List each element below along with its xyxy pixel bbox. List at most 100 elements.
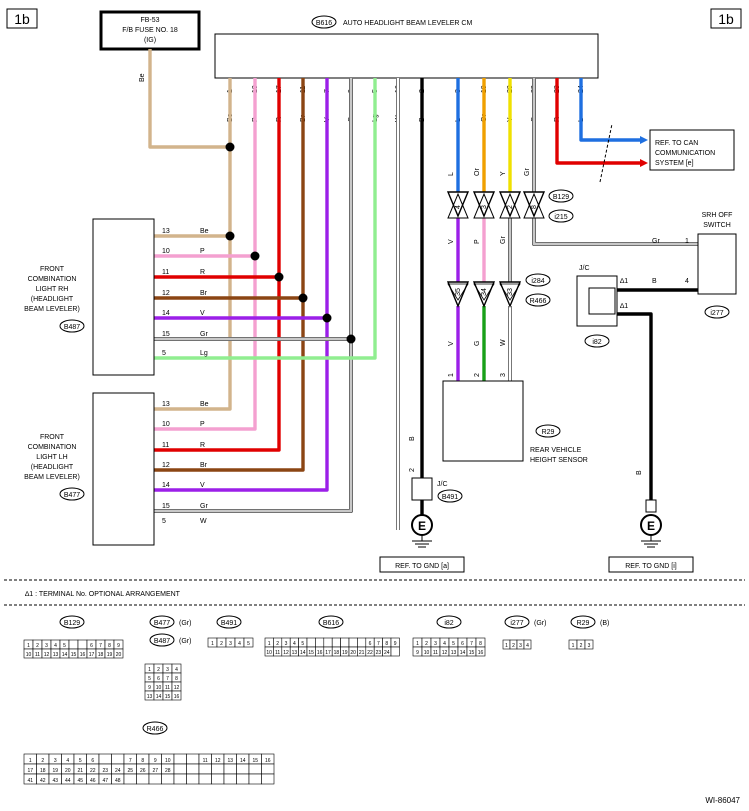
rh-pin-number: 13 [162, 228, 170, 235]
connector-cell-label: 9 [117, 643, 120, 649]
sensor-id: R29 [542, 429, 555, 436]
lh-pin-color: W [200, 518, 207, 525]
lh-pin-number: 14 [162, 482, 170, 489]
connector-cell [340, 637, 350, 648]
lh-pin-number: 11 [162, 442, 169, 449]
lh-pin-color: Be [200, 401, 209, 408]
connector-cell [236, 763, 250, 775]
srh-line2: SWITCH [703, 222, 731, 229]
connector-cell-label: 2 [36, 643, 39, 649]
fcl-lh-line3: LIGHT LH [36, 454, 67, 461]
jc-i82-mark2: ∆1 [620, 303, 628, 310]
connector-cell-label: 7 [377, 641, 380, 647]
connector-cell-label: 4 [293, 641, 296, 647]
connector-cell-label: 3 [54, 758, 57, 764]
rh-pin-color: Br [200, 290, 208, 297]
splice-dot [225, 231, 235, 241]
connector-cell-label: 18 [40, 768, 46, 774]
connector-cell-label: 3 [166, 667, 169, 673]
conn-b477-note: (Gr) [179, 620, 191, 627]
connector-cell-label: 9 [394, 641, 397, 647]
connector-cell-label: 12 [174, 685, 180, 691]
connector-cell-label: 2 [512, 643, 515, 649]
connector-cell-label: 22 [90, 768, 96, 774]
b129-pin-number: 2 [507, 205, 514, 209]
lh-pin-color: V [200, 482, 205, 489]
splice-dot [274, 272, 284, 282]
connector-cell-label: 20 [65, 768, 71, 774]
r466-pin-number: 33 [507, 288, 514, 296]
fcl-rh-line3: LIGHT RH [36, 286, 69, 293]
wire-v-lh [154, 78, 329, 492]
connector-cell-label: 2 [580, 643, 583, 649]
connector-cell-label: 4 [54, 643, 57, 649]
r466-pin-number: 34 [481, 288, 488, 296]
wire-lg-rh [154, 78, 377, 360]
b129-pin-number: 8 [531, 205, 538, 209]
jc-b491-id: B491 [442, 494, 458, 501]
connector-cell [173, 753, 187, 765]
connector-cell-label: 13 [227, 758, 233, 764]
rh-pin-number: 11 [162, 269, 169, 276]
connector-cell [248, 763, 262, 775]
connector-cell-label: 9 [416, 650, 419, 656]
lh-pin-color: P [200, 421, 205, 428]
conn-r29-label: R29 [577, 620, 590, 627]
upper-wire-color: L [448, 172, 455, 176]
rh-pin-number: 5 [162, 350, 166, 357]
conn-b491-label: B491 [221, 620, 237, 627]
b129-pin-number: 4 [455, 205, 462, 209]
mid-wire-color: Gr [500, 236, 507, 244]
fuse-line1: FB-53 [140, 17, 159, 24]
connector-cell [323, 637, 333, 648]
connector-cell-label: 20 [350, 650, 356, 656]
connector-cell-label: 18 [334, 650, 340, 656]
connector-cell-label: 12 [442, 650, 448, 656]
b129-pin-number: 3 [481, 205, 488, 209]
connector-cell-label: 11 [275, 650, 280, 656]
lh-pin-color: Gr [200, 503, 208, 510]
connector-cell-label: 1 [505, 643, 508, 649]
i215-pin-marker [499, 192, 521, 219]
connector-cell-label: 16 [80, 652, 86, 658]
connector-cell-label: 9 [148, 685, 151, 691]
srh-id: i277 [710, 310, 723, 317]
conn-b616-label: B616 [323, 620, 339, 627]
connector-cell-label: 2 [41, 758, 44, 764]
rh-pin-number: 12 [162, 290, 170, 297]
connector-cell-label: 1 [416, 641, 419, 647]
connector-cell-label: 5 [301, 641, 304, 647]
conn-b487-note: (Gr) [179, 638, 191, 645]
can-ref-line3: SYSTEM [e] [655, 160, 694, 167]
connector-cell-label: 14 [460, 650, 466, 656]
connector-cell-label: 5 [79, 758, 82, 764]
connector-cell-label: 4 [66, 758, 69, 764]
connector-cell [223, 763, 237, 775]
upper-wire-color: Gr [524, 168, 531, 176]
upper-wire-color: Y [500, 171, 507, 176]
fuse-box: FB-53 F/B FUSE NO. 18 (IG) [99, 10, 201, 51]
connector-cell-label: 12 [215, 758, 221, 764]
connector-cell-label: 8 [108, 643, 111, 649]
r466-pin-marker [498, 281, 522, 308]
connector-cell-label: 14 [156, 694, 162, 700]
connector-cell [584, 639, 594, 650]
connector-cell-label: 23 [102, 768, 108, 774]
connector-cell-label: 15 [469, 650, 475, 656]
ground-a-symbol: E [418, 519, 426, 533]
rh-pin-color: V [200, 310, 205, 317]
ref-gnd-a-box: REF. TO GND [a] [379, 556, 465, 573]
connector-cell [211, 773, 225, 785]
splice-dot [322, 313, 332, 323]
wire-r-can [555, 78, 640, 165]
wire-br-lh [154, 78, 305, 472]
connector-cell [243, 637, 254, 648]
connector-cell [348, 637, 358, 648]
sensor-line1: REAR VEHICLE [530, 447, 582, 454]
connector-cell [186, 773, 200, 785]
ground-i-symbol: E [647, 519, 655, 533]
connector-cell [173, 773, 187, 785]
rh-pin-color: Lg [200, 350, 208, 357]
